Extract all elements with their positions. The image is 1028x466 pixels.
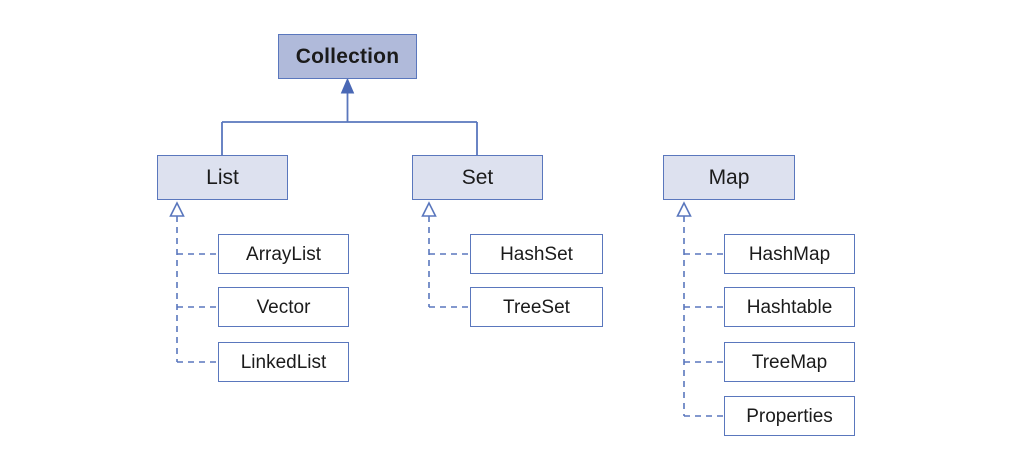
node-treemap[interactable]: TreeMap [724, 342, 855, 382]
node-set[interactable]: Set [412, 155, 543, 200]
node-collection[interactable]: Collection [278, 34, 417, 79]
edge-group-list-implementations [169, 201, 218, 363]
edge-list-set-to-collection [221, 77, 478, 155]
node-properties[interactable]: Properties [724, 396, 855, 436]
node-vector[interactable]: Vector [218, 287, 349, 327]
node-treeset[interactable]: TreeSet [470, 287, 603, 327]
node-arraylist[interactable]: ArrayList [218, 234, 349, 274]
node-linkedlist[interactable]: LinkedList [218, 342, 349, 382]
node-map[interactable]: Map [663, 155, 795, 200]
node-hashtable[interactable]: Hashtable [724, 287, 855, 327]
node-list[interactable]: List [157, 155, 288, 200]
edge-group-set-implementations [421, 201, 470, 308]
node-hashset[interactable]: HashSet [470, 234, 603, 274]
node-hashmap[interactable]: HashMap [724, 234, 855, 274]
edge-group-map-implementations [676, 201, 724, 417]
